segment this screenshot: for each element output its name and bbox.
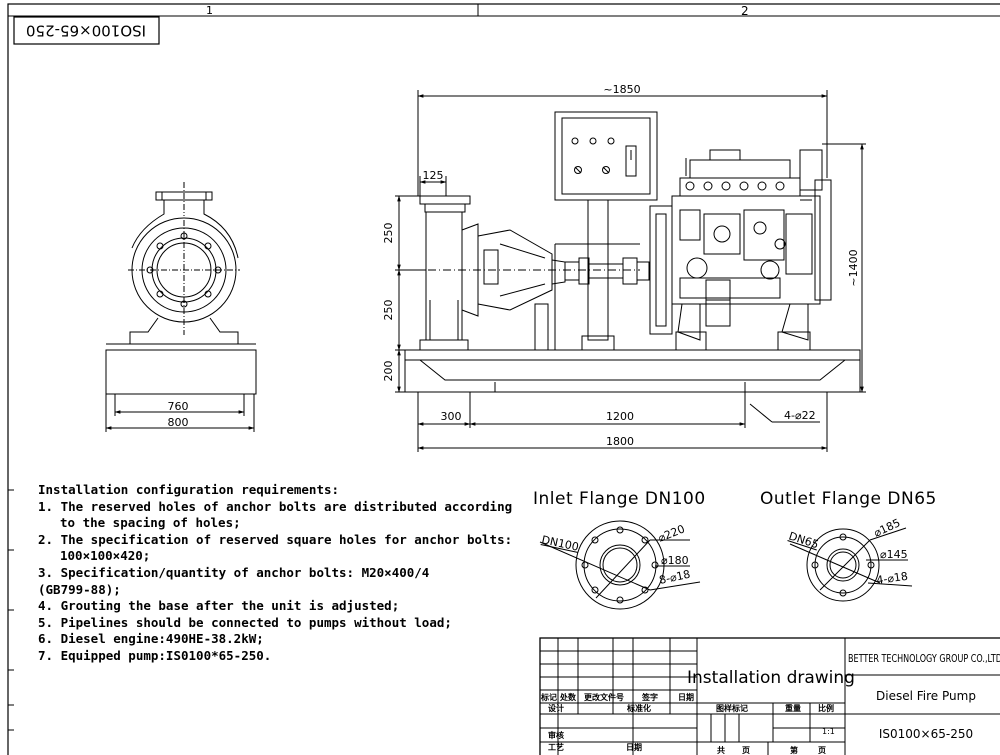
dim-height-lower: 250 xyxy=(382,300,395,321)
label-stage-mark: 图样标记 xyxy=(716,703,748,713)
dim-overall-length: ~1850 xyxy=(603,83,640,96)
inlet-flange-drawing xyxy=(539,520,701,610)
dim-800: 800 xyxy=(168,416,189,429)
header-mark: 标记 xyxy=(540,692,557,702)
header-doc: 更改文件号 xyxy=(584,692,624,702)
note-6: 6. Diesel engine:490HE-38.2kW; xyxy=(38,631,264,647)
drawing-number-stamp: ISO100×65-250 xyxy=(13,16,160,45)
inlet-outer-diameter: ⌀220 xyxy=(656,522,686,544)
outlet-dn-label: DN65 xyxy=(787,529,820,551)
header-date: 日期 xyxy=(678,692,694,702)
note-1: 1. The reserved holes of anchor bolts ar… xyxy=(38,498,513,514)
outlet-bolt-circle: ⌀145 xyxy=(880,548,908,561)
outlet-flange-drawing xyxy=(789,527,913,602)
label-date2: 日期 xyxy=(626,742,642,752)
installation-notes: Installation configuration requirements:… xyxy=(38,482,513,665)
note-2-cont: 100×100×420; xyxy=(60,548,151,564)
sheet-frame xyxy=(7,3,1000,755)
title-block-labels: 标记 处数 更改文件号 签字 日期 设计 标准化 图样标记 重量 比例 1:1 … xyxy=(540,692,835,755)
inlet-bolt-holes: 8-⌀18 xyxy=(658,568,692,587)
label-page: 页 xyxy=(742,746,750,755)
label-total: 共 xyxy=(717,745,725,755)
label-weight: 重量 xyxy=(785,703,801,713)
label-sheet-no: 第 xyxy=(790,745,798,755)
note-4: 4. Grouting the base after the unit is a… xyxy=(38,598,400,614)
dim-1800: 1800 xyxy=(606,435,634,448)
note-2: 2. The specification of reserved square … xyxy=(38,531,513,547)
scale-value: 1:1 xyxy=(822,727,835,736)
dim-anchor-holes: 4-⌀22 xyxy=(784,409,816,422)
dim-overall-height: ~1400 xyxy=(847,249,860,286)
zone-label-2: 2 xyxy=(741,4,749,18)
notes-heading: Installation configuration requirements: xyxy=(38,482,340,497)
stamp-text: ISO100×65-250 xyxy=(26,22,146,40)
dim-pump-offset: 125 xyxy=(423,169,444,182)
dim-1200: 1200 xyxy=(606,410,634,423)
label-scale: 比例 xyxy=(818,703,834,713)
note-5: 5. Pipelines should be connected to pump… xyxy=(38,614,452,630)
company-name: BETTER TECHNOLOGY GROUP CO.,LTD xyxy=(848,653,1000,665)
pump-side-view xyxy=(105,182,257,432)
outlet-flange-title: Outlet Flange DN65 xyxy=(760,489,937,509)
product-name: Diesel Fire Pump xyxy=(876,689,976,703)
label-standard: 标准化 xyxy=(626,703,651,713)
dim-height-upper: 250 xyxy=(382,223,395,244)
header-sign: 签字 xyxy=(641,692,658,702)
note-7: 7. Equipped pump:IS0100*65-250. xyxy=(38,647,272,663)
dim-base-height: 200 xyxy=(382,361,395,382)
dim-760: 760 xyxy=(168,400,189,413)
header-count: 处数 xyxy=(559,692,577,702)
note-3: 3. Specification/quantity of anchor bolt… xyxy=(38,564,430,580)
inlet-flange-title: Inlet Flange DN100 xyxy=(533,489,706,509)
label-page2: 页 xyxy=(818,746,826,755)
model-number: IS0100×65-250 xyxy=(879,727,973,741)
title-block-grid xyxy=(539,637,1000,755)
inlet-bolt-circle: ⌀180 xyxy=(661,554,689,567)
label-design: 设计 xyxy=(548,703,564,713)
dim-300: 300 xyxy=(441,410,462,423)
drawing-name: Installation drawing xyxy=(687,668,855,688)
outlet-outer-diameter: ⌀185 xyxy=(872,516,903,539)
label-process: 工艺 xyxy=(548,742,564,752)
pump-unit-front-view xyxy=(395,90,866,452)
note-3-cont: (GB799-88); xyxy=(38,581,121,597)
note-1-cont: to the spacing of holes; xyxy=(60,515,241,531)
label-review: 审核 xyxy=(548,730,564,740)
outlet-bolt-holes: 4-⌀18 xyxy=(876,570,909,587)
zone-label-1: 1 xyxy=(206,4,213,17)
